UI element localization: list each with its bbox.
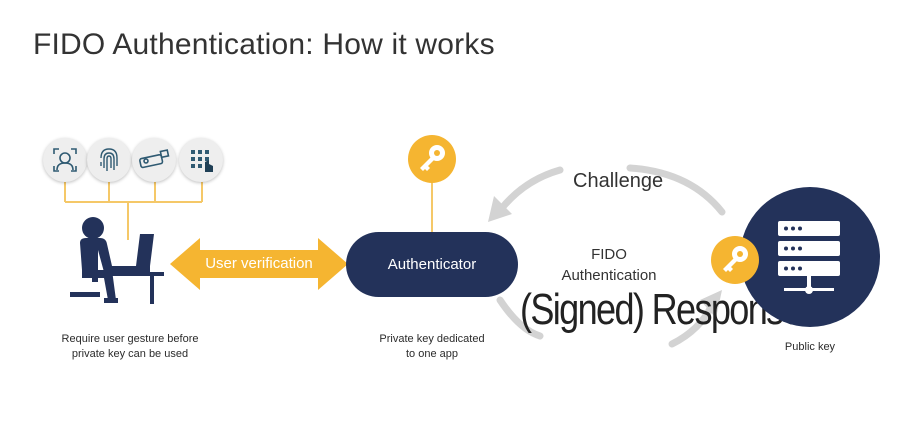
authenticator-node: Authenticator <box>346 232 518 297</box>
user-caption-line2: private key can be used <box>71 348 189 360</box>
server-node <box>740 187 880 327</box>
user-caption-line1: Require user gesture before <box>61 333 199 345</box>
challenge-arrowhead <box>488 196 512 222</box>
user-caption: Require user gesture before private key … <box>40 332 220 362</box>
server-caption: Public key <box>784 341 836 353</box>
verification-connector <box>64 182 203 240</box>
authenticator-caption-line1: Private key dedicated <box>379 333 485 345</box>
fido-label-line1: FIDO <box>591 246 627 263</box>
user-verification-arrow <box>170 238 348 290</box>
face-recognition-icon <box>43 138 87 182</box>
response-arrowhead <box>700 290 722 318</box>
challenge-label: Challenge <box>573 170 664 192</box>
pin-keypad-icon <box>179 138 223 182</box>
challenge-arrow <box>498 164 726 216</box>
key-icon <box>408 135 456 183</box>
server-icon <box>778 221 840 294</box>
user-verification-label: User verification <box>205 255 313 272</box>
page-title: FIDO Authentication: How it works <box>33 28 495 61</box>
fido-label-line2: Authentication <box>561 267 657 284</box>
server-key-icon <box>711 236 759 284</box>
user-at-laptop-icon <box>70 217 164 304</box>
usb-security-key-icon <box>132 138 176 182</box>
authenticator-caption: Private key dedicated to one app <box>350 332 514 362</box>
fingerprint-icon <box>87 138 131 182</box>
authenticator-caption-line2: to one app <box>406 348 458 360</box>
fido-authentication-label: FIDO Authentication <box>544 244 674 286</box>
